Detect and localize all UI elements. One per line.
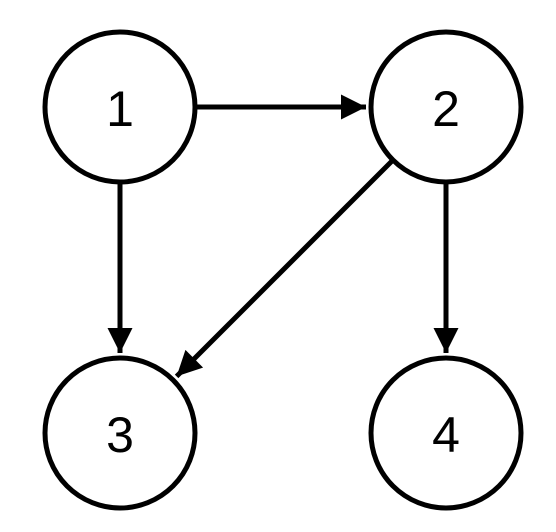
node-2-label: 2 bbox=[432, 81, 460, 137]
node-4: 4 bbox=[368, 355, 524, 511]
node-1: 1 bbox=[42, 29, 198, 185]
node-4-label: 4 bbox=[432, 407, 460, 463]
node-2: 2 bbox=[368, 29, 524, 185]
edges-layer bbox=[107, 94, 459, 379]
nodes-layer: 1 2 3 4 bbox=[42, 29, 524, 511]
node-2-circle bbox=[368, 29, 524, 185]
node-3: 3 bbox=[42, 355, 198, 511]
node-3-label: 3 bbox=[106, 407, 134, 463]
node-4-circle bbox=[368, 355, 524, 511]
edge-2-to-3 bbox=[174, 158, 395, 379]
node-1-label: 1 bbox=[106, 81, 134, 137]
node-3-circle bbox=[42, 355, 198, 511]
node-1-circle bbox=[42, 29, 198, 185]
